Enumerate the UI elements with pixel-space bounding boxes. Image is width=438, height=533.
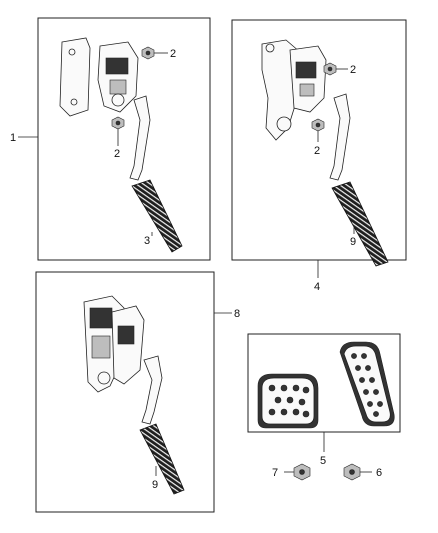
nut-7: [293, 463, 311, 481]
callout-2a: 2: [170, 48, 176, 60]
nut-6: [343, 463, 361, 481]
pedal-assembly-8-drawing: [83, 295, 185, 495]
pedal-assembly-1-drawing: [59, 37, 183, 253]
callout-2d: 2: [314, 145, 320, 157]
nut-2-lower-right: [311, 118, 325, 132]
callout-9b: 9: [152, 479, 158, 491]
nut-2-upper-left: [141, 46, 155, 60]
brake-pad-drawing: [257, 373, 319, 429]
nut-2-upper-right: [323, 62, 337, 76]
assembly-box-8: [35, 271, 215, 513]
callout-6: 6: [376, 467, 382, 479]
callout-5: 5: [320, 455, 326, 467]
callout-7: 7: [272, 467, 278, 479]
callout-9a: 9: [350, 236, 356, 248]
assembly-box-1: [37, 17, 211, 261]
callout-4: 4: [314, 281, 320, 293]
callout-2b: 2: [114, 148, 120, 160]
accelerator-pad-drawing: [339, 341, 395, 427]
callout-8: 8: [234, 308, 240, 320]
pedal-assembly-4-drawing: [261, 39, 389, 267]
callout-2c: 2: [350, 64, 356, 76]
callout-1: 1: [10, 132, 16, 144]
assembly-box-4: [231, 19, 407, 261]
nut-2-lower-left: [111, 116, 125, 130]
callout-3: 3: [144, 235, 150, 247]
